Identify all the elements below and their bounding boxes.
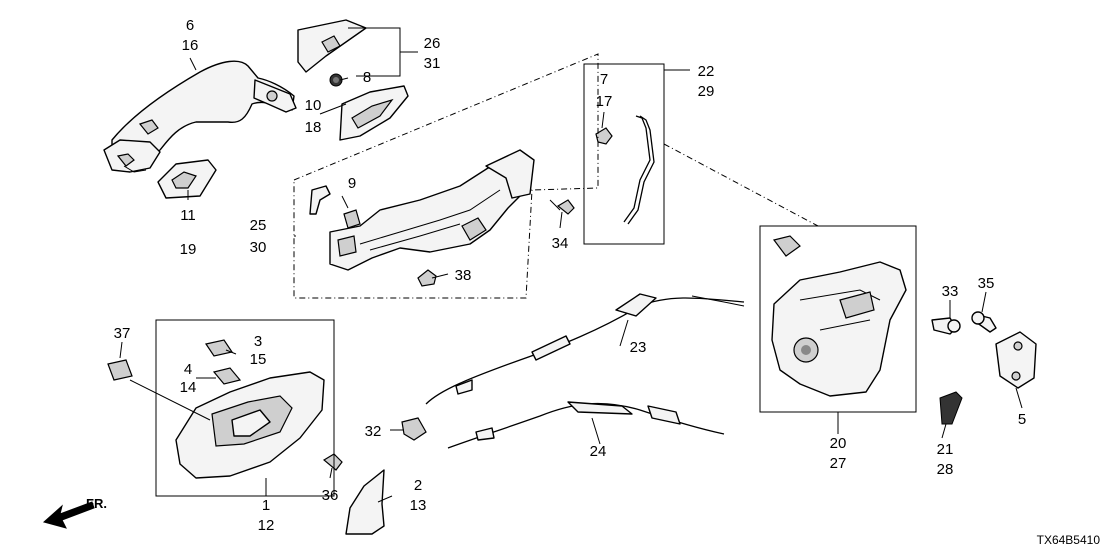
label-30: 30 xyxy=(250,239,267,256)
label-36: 36 xyxy=(322,487,339,504)
label-37: 37 xyxy=(114,325,131,342)
label-4: 4 xyxy=(184,361,192,378)
label-32: 32 xyxy=(365,423,382,440)
label-23: 23 xyxy=(630,339,647,356)
label-38: 38 xyxy=(455,267,472,284)
label-16: 16 xyxy=(182,37,199,54)
label-20: 20 xyxy=(830,435,847,452)
clip-4 xyxy=(212,367,242,385)
label-3: 3 xyxy=(254,333,262,350)
lock-rod xyxy=(623,115,655,225)
label-14: 14 xyxy=(180,379,197,396)
nut-part-8 xyxy=(329,73,343,87)
inner-door-handle xyxy=(175,371,325,479)
latch-frame xyxy=(759,225,917,413)
label-5: 5 xyxy=(1018,411,1026,428)
diagram-code: TX64B5410 xyxy=(1037,533,1101,547)
label-31: 31 xyxy=(424,55,441,72)
label-17: 17 xyxy=(596,93,613,110)
part-number-labels: 6 16 11 19 26 31 8 10 18 9 25 30 38 7 17… xyxy=(114,17,1027,534)
trim-cover xyxy=(345,469,385,535)
door-striker xyxy=(995,331,1037,389)
label-24: 24 xyxy=(590,443,607,460)
key-cylinder-cap xyxy=(339,85,409,141)
latch-link-line xyxy=(663,143,819,227)
cable-clip xyxy=(401,417,427,441)
label-28: 28 xyxy=(937,461,954,478)
label-21: 21 xyxy=(937,441,954,458)
label-6: 6 xyxy=(186,17,194,34)
label-9: 9 xyxy=(348,175,356,192)
label-12: 12 xyxy=(258,517,275,534)
label-18: 18 xyxy=(305,119,322,136)
outer-door-handle xyxy=(103,60,297,173)
outer-cable xyxy=(425,293,745,405)
label-11: 11 xyxy=(180,207,196,224)
striker-cover xyxy=(939,391,963,425)
label-33: 33 xyxy=(942,283,959,300)
rod-frame xyxy=(583,63,665,245)
nut-38 xyxy=(417,269,437,287)
handle-cap-part xyxy=(157,159,217,199)
grommet-9 xyxy=(343,209,361,229)
label-2: 2 xyxy=(414,477,422,494)
label-13: 13 xyxy=(410,497,427,514)
label-26: 26 xyxy=(424,35,441,52)
inner-handle-frame xyxy=(155,319,335,497)
leader-lines xyxy=(119,57,1023,503)
rod-clip xyxy=(595,127,613,145)
label-27: 27 xyxy=(830,455,847,472)
outer-handle-base xyxy=(329,149,535,271)
clip-37 xyxy=(107,359,133,381)
bolt-part xyxy=(309,185,331,215)
latch-cap xyxy=(772,235,801,257)
screw-36 xyxy=(322,453,343,471)
screw-33 xyxy=(931,317,961,335)
label-35: 35 xyxy=(978,275,995,292)
door-latch-assembly xyxy=(771,261,907,397)
label-15: 15 xyxy=(250,351,267,368)
label-19: 19 xyxy=(180,241,197,258)
label-29: 29 xyxy=(698,83,715,100)
label-10: 10 xyxy=(305,97,322,114)
inner-cable xyxy=(447,401,725,449)
screw-35 xyxy=(971,311,997,333)
direction-label: FR. xyxy=(86,496,107,511)
bolt-34 xyxy=(549,199,575,215)
label-7: 7 xyxy=(600,71,608,88)
front-direction-arrow: FR. xyxy=(42,496,107,529)
label-25: 25 xyxy=(250,217,267,234)
label-1: 1 xyxy=(262,497,270,514)
handle-assy-frame xyxy=(293,53,599,299)
clip-3 xyxy=(205,339,233,357)
label-34: 34 xyxy=(552,235,569,252)
handle-cover-cap xyxy=(297,19,367,73)
label-22: 22 xyxy=(698,63,715,80)
label-8: 8 xyxy=(363,69,371,86)
